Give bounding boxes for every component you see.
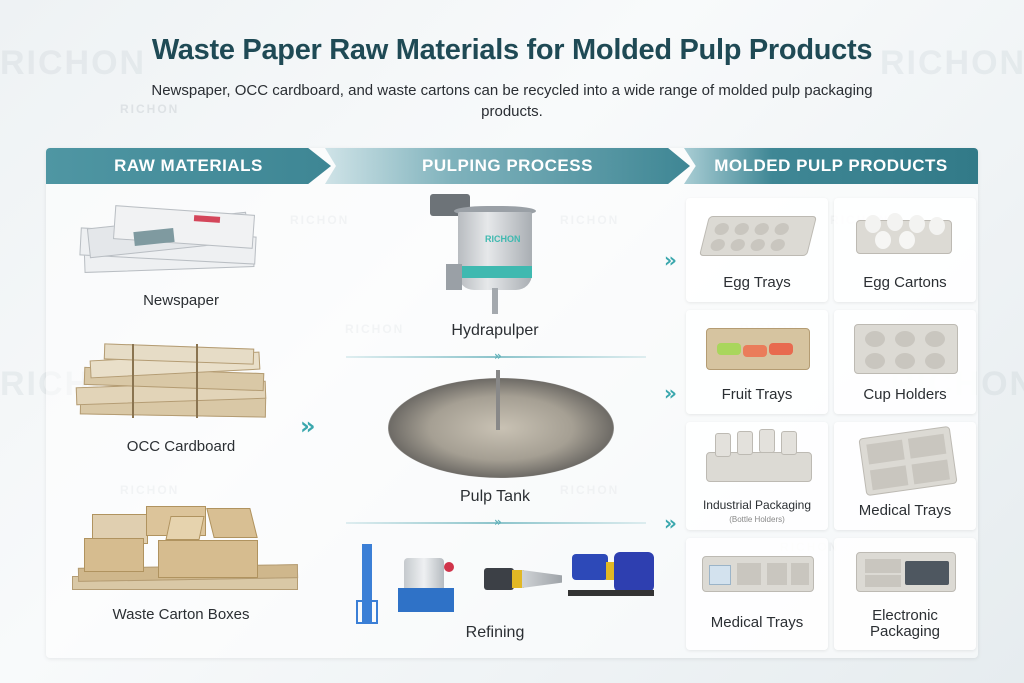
process-step-pulp-tank: Pulp Tank [330,360,660,520]
product-card-egg-cartons: Egg Cartons [834,198,976,302]
product-card-industrial-packaging: Industrial Packaging (Bottle Holders) [686,422,828,530]
page-subtitle: Newspaper, OCC cardboard, and waste cart… [151,82,873,120]
stage-header-raw-materials: RAW MATERIALS [46,148,331,184]
product-label: Fruit Trays [721,386,793,403]
medical-tray-icon [702,556,814,592]
product-card-electronic-packaging: Electronic Packaging [834,538,976,650]
product-label: Egg Trays [723,274,791,291]
product-label: Medical Trays [858,502,952,519]
stage-header-molded-pulp-products: MOLDED PULP PRODUCTS [684,148,978,184]
cardboard-bundle-icon [75,343,271,424]
product-label: Industrial Packaging [702,498,812,512]
product-card-medical-trays-2: Medical Trays [686,538,828,650]
stage-label: RAW MATERIALS [114,156,263,175]
process-step-label: Refining [465,624,525,641]
process-step-refining: Refining [330,528,660,658]
medical-tray-icon [858,425,958,497]
fruit-tray-icon [706,328,810,370]
product-label: Medical Trays [710,614,804,631]
raw-materials-column: Newspaper OCC Cardboard Waste Carton Box… [46,184,316,658]
product-sublabel: (Bottle Holders) [729,515,785,524]
product-label: Electronic Packaging [869,607,941,640]
refining-equipment-icon [354,540,654,630]
process-step-label: Hydrapulper [451,322,539,339]
cup-holder-icon [854,324,958,374]
raw-material-waste-carton-boxes: Waste Carton Boxes [46,480,316,650]
raw-material-label: Newspaper [143,292,219,309]
flow-line [346,356,646,358]
carton-boxes-icon [72,494,302,604]
electronic-packaging-icon [856,552,956,592]
stage-header-bar: RAW MATERIALS PULPING PROCESS MOLDED PUL… [46,148,978,184]
product-label: Egg Cartons [863,274,947,291]
flow-arrow-icon: » [664,511,677,535]
raw-material-newspaper: Newspaper [46,184,316,324]
industrial-packaging-icon [706,429,812,482]
flow-line [346,522,646,524]
flow-arrow-icon: » [664,381,677,405]
product-card-egg-trays: Egg Trays [686,198,828,302]
process-step-label: Pulp Tank [460,488,530,505]
flow-arrow-icon: » [300,412,315,440]
flow-arrow-icon: » [494,349,502,363]
raw-material-label: Waste Carton Boxes [112,606,250,623]
process-step-hydrapulper: RICHON Hydrapulper [330,184,660,354]
raw-material-label: OCC Cardboard [126,438,236,455]
flow-arrow-icon: » [664,248,677,272]
page-title: Waste Paper Raw Materials for Molded Pul… [151,34,873,66]
stage-label: MOLDED PULP PRODUCTS [714,156,948,175]
richon-logo: RICHON [485,234,521,244]
stage-label: PULPING PROCESS [422,156,593,175]
products-column: Egg Trays Egg Cartons Fruit Trays [680,184,978,658]
stage-header-pulping-process: PULPING PROCESS [325,148,690,184]
egg-tray-icon [699,216,817,256]
newspaper-stack-icon [74,205,264,276]
product-card-fruit-trays: Fruit Trays [686,310,828,414]
product-label: Cup Holders [863,386,947,403]
pulping-process-column: RICHON Hydrapulper » Pulp Tank » [330,184,660,658]
pulp-tank-icon [388,378,614,478]
egg-carton-icon [856,213,952,254]
raw-material-occ-cardboard: OCC Cardboard [46,324,316,464]
flow-arrow-icon: » [494,515,502,529]
hydrapulper-machine-icon: RICHON [430,194,540,316]
product-card-cup-holders: Cup Holders [834,310,976,414]
product-card-medical-trays: Medical Trays [834,422,976,530]
